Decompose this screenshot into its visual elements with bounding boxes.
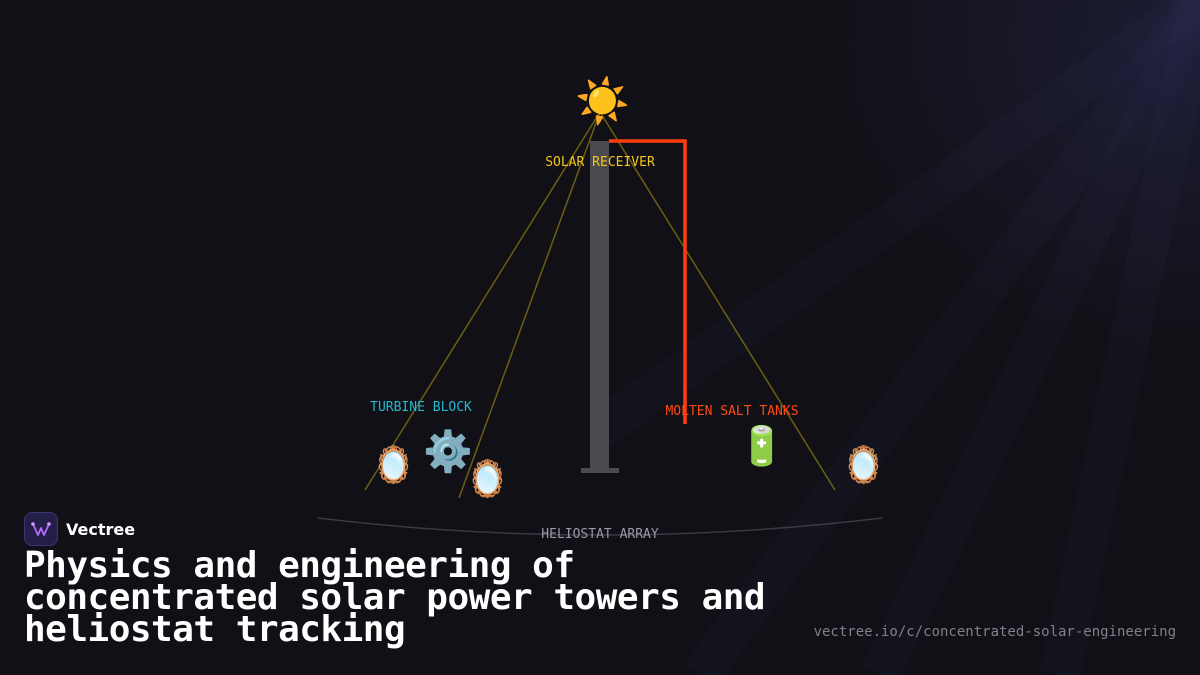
turbine-block-label: TURBINE BLOCK xyxy=(370,400,472,415)
sun-icon: ☀️ xyxy=(575,76,630,127)
light-ray-left-outer xyxy=(364,111,601,491)
heliostat-field-arc xyxy=(317,517,883,536)
battery-icon: 🔋 xyxy=(738,424,786,468)
solar-receiver-label: SOLAR RECEIVER xyxy=(545,155,655,170)
molten-salt-tanks-label: MOLTEN SALT TANKS xyxy=(665,404,798,419)
molten-salt-pipe xyxy=(609,139,687,424)
light-ray-left-inner xyxy=(458,111,601,499)
vectree-logo-icon xyxy=(24,512,58,546)
tower-base xyxy=(581,468,619,473)
heliostat-array-label: HELIOSTAT ARRAY xyxy=(541,527,659,542)
brand: Vectree xyxy=(24,512,135,546)
mirror-icon: 🪞 xyxy=(465,459,510,500)
page-title: Physics and engineering of concentrated … xyxy=(24,545,766,650)
gear-icon: ⚙️ xyxy=(423,429,473,475)
source-url: vectree.io/c/concentrated-solar-engineer… xyxy=(813,624,1176,640)
brand-name: Vectree xyxy=(66,519,136,539)
mirror-icon: 🪞 xyxy=(371,445,416,486)
light-ray-right xyxy=(599,111,836,491)
mirror-icon: 🪞 xyxy=(841,445,886,486)
tower xyxy=(590,141,609,471)
